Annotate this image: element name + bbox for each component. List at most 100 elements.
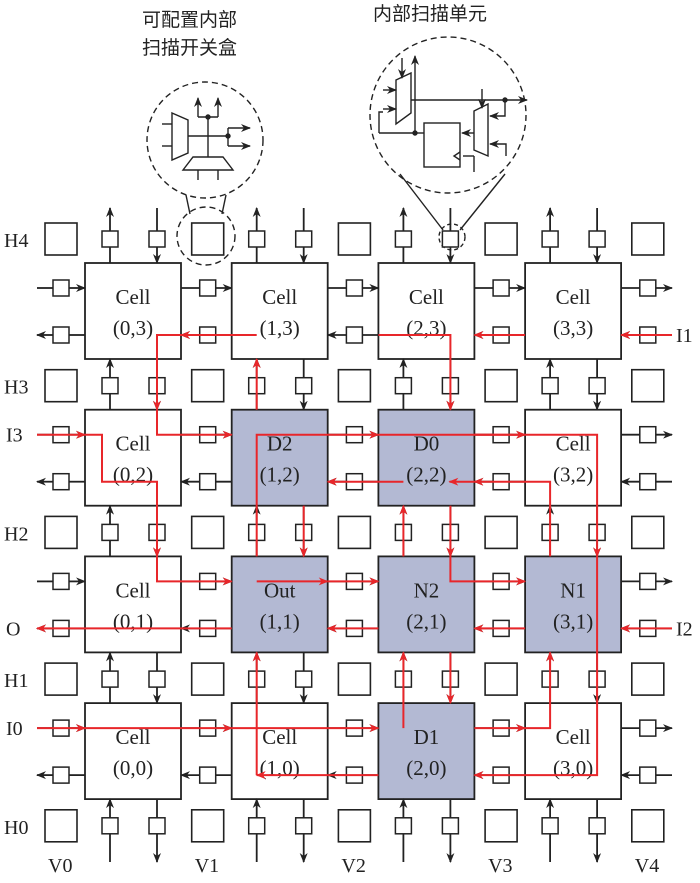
switch-box [630,808,665,843]
switch-box [484,662,518,696]
cell-0-0 [84,702,182,800]
path-n1-d1 [473,556,599,780]
switch-box [484,808,518,843]
h-scan-cell [639,719,657,737]
v-scan-cell [588,817,606,835]
switch-box-magnifier [146,81,264,266]
path-i3-b [85,433,161,558]
row-label-H1: H1 [4,670,28,692]
v-scan-cell [541,230,559,248]
cell-2-1 [377,555,476,654]
cell-name: Cell [116,578,151,602]
cell-1-3 [230,262,329,360]
h-scan-cell [52,279,70,297]
v-scan-cell [441,817,460,835]
cell-1-0 [230,702,329,800]
v-scan-cell [541,376,559,395]
switch-box [630,368,665,403]
h-scan-cell [639,572,657,591]
cell-1-1 [230,555,329,654]
v-scan-cell [247,817,266,835]
v-scan-cell [148,230,166,248]
v-scan-cell [101,376,119,395]
io-label-i2: I2 [676,618,693,640]
col-label-V0: V0 [48,855,72,877]
h-scan-cell [345,326,364,344]
path-01-right [156,556,233,586]
row-label-H3: H3 [4,377,28,399]
v-scan-cell [541,817,559,835]
cell-name: Cell [116,285,151,309]
switch-box [630,662,665,696]
path-n2-n1 [449,556,527,586]
cell-coord: (1,0) [260,756,300,780]
cell-name: Cell [556,725,591,749]
h-scan-cell [52,326,70,344]
scan-paths [36,331,672,780]
row-label-H4: H4 [4,230,28,252]
col-label-V3: V3 [488,855,512,877]
switch-box [337,515,372,550]
switch-box [44,368,78,403]
switch-box [484,515,518,550]
cell-3-1 [524,555,622,654]
cell-2-0 [377,702,476,800]
h-scan-cell [52,472,70,491]
switch-box [630,222,665,256]
cell-name: Cell [409,285,444,309]
h-scan-cell [198,766,217,784]
switch-box [190,368,225,403]
switch-box [44,662,78,696]
cell-coord: (0,1) [113,609,153,633]
cell-name: Cell [556,285,591,309]
col-label-V2: V2 [341,855,365,877]
cell-3-2 [524,408,622,507]
cell-1-2 [230,408,329,507]
col-label-V4: V4 [635,855,659,877]
cell-0-1 [84,555,182,654]
v-scan-cell [101,523,119,542]
path-30-n1 [525,651,555,730]
cell-3-3 [524,262,622,360]
v-scan-cell [101,817,119,835]
switch-box [190,222,225,256]
switch-box [630,515,665,550]
h-scan-cell [345,279,364,297]
v-scan-cell [101,230,119,248]
cell-coord: (2,3) [406,316,446,340]
v-scan-cell [101,670,119,688]
cell-name: Cell [262,285,297,309]
cell-coord: (1,1) [260,609,300,633]
cell-2-2 [377,408,476,507]
io-label-i3: I3 [6,425,23,447]
v-scan-cell [394,376,413,395]
cell-coord: (3,1) [553,609,593,633]
cell-2-3 [377,262,476,360]
io-label-i1: I1 [676,325,693,347]
cell-coord: (0,3) [113,316,153,340]
h-scan-cell [492,279,510,297]
v-scan-cell [294,817,313,835]
row-label-H0: H0 [4,817,28,839]
path-32-down [378,433,602,558]
cell-0-2 [84,408,182,507]
cell-coord: (2,1) [406,609,446,633]
switch-box [337,222,372,256]
v-scan-cell [394,230,413,248]
switch-box [337,368,372,403]
cell-0-3 [84,262,182,360]
h-scan-cell [639,766,657,784]
io-label-i0: I0 [6,718,23,740]
v-scan-cell [294,230,313,248]
switch-box [190,808,225,843]
h-scan-cell [198,279,217,297]
v-scan-cell [588,376,606,395]
switch-box [484,222,518,256]
switch-box [337,662,372,696]
v-scan-cell [394,817,413,835]
v-scan-cell [588,230,606,248]
switch-box-title-line2: 扫描开关盒 [142,37,237,59]
switch-box [190,662,225,696]
